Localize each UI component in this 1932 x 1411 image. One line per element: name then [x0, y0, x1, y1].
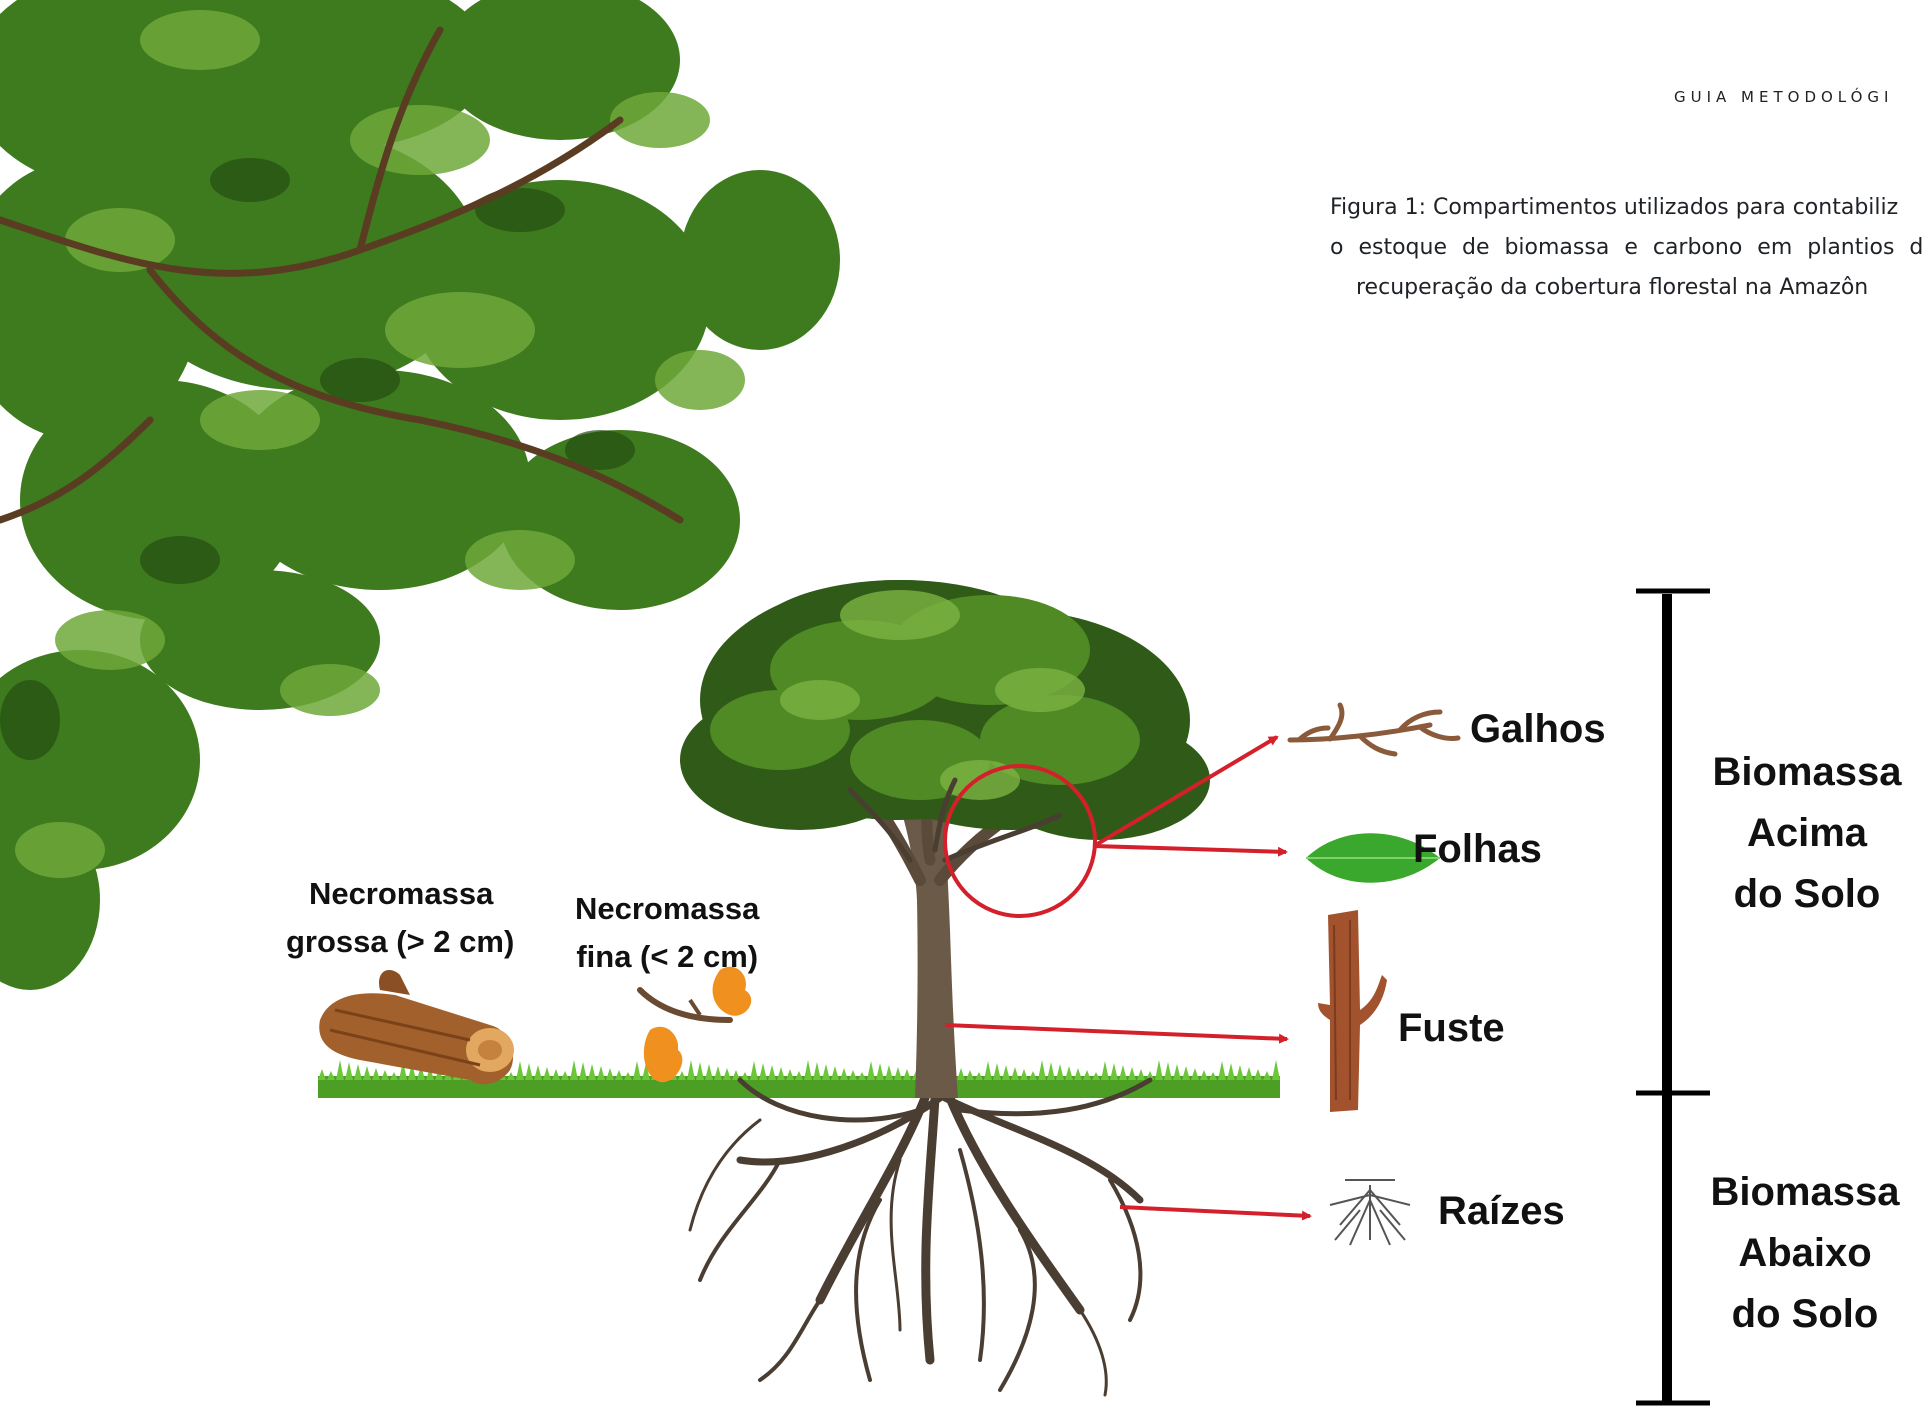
foliage-decoration [0, 0, 840, 990]
fine-litter-icon [640, 967, 751, 1082]
header-label: Guia metodológi [1674, 88, 1893, 106]
root-icon [1330, 1180, 1410, 1245]
arrow-fuste [945, 1025, 1287, 1039]
figure-caption: Figura 1: Compartimentos utilizados para… [1330, 188, 1932, 308]
label-raizes: Raízes [1438, 1189, 1565, 1234]
label-necromassa-grossa: Necromassa grossa (> 2 cm) [288, 870, 514, 966]
caption-line: recuperação da cobertura florestal na Am… [1330, 268, 1932, 308]
tree-canopy [680, 580, 1210, 860]
arrow-folhas [1094, 846, 1286, 852]
necromassa-grossa-line1: Necromassa [288, 870, 514, 918]
necromassa-grossa-line2: grossa (> 2 cm) [286, 918, 514, 966]
label-biomassa-acima: Biomassa Acima do Solo [1712, 742, 1902, 925]
biomassa-acima-line2: Acima [1712, 803, 1902, 864]
label-folhas: Folhas [1413, 827, 1542, 872]
biomassa-acima-line1: Biomassa [1712, 742, 1902, 803]
caption-line: o estoque de biomassa e carbono em plant… [1330, 228, 1932, 268]
branch-icon [1290, 705, 1458, 754]
trunk-icon [1318, 910, 1387, 1112]
caption-line: Figura 1: Compartimentos utilizados para… [1330, 188, 1932, 228]
label-biomassa-abaixo: Biomassa Abaixo do Solo [1700, 1162, 1910, 1345]
biomassa-abaixo-line1: Biomassa [1700, 1162, 1910, 1223]
label-fuste: Fuste [1398, 1006, 1505, 1051]
label-necromassa-fina: Necromassa fina (< 2 cm) [575, 885, 759, 981]
necromassa-fina-line2: fina (< 2 cm) [575, 933, 759, 981]
tree-roots [690, 1080, 1150, 1395]
necromassa-fina-line1: Necromassa [575, 885, 759, 933]
biomassa-abaixo-line2: Abaixo [1700, 1223, 1910, 1284]
biomassa-abaixo-line3: do Solo [1700, 1284, 1910, 1345]
arrow-raizes [1120, 1207, 1310, 1216]
biomass-bracket [1636, 591, 1710, 1403]
label-galhos: Galhos [1470, 707, 1606, 752]
biomassa-acima-line3: do Solo [1712, 864, 1902, 925]
